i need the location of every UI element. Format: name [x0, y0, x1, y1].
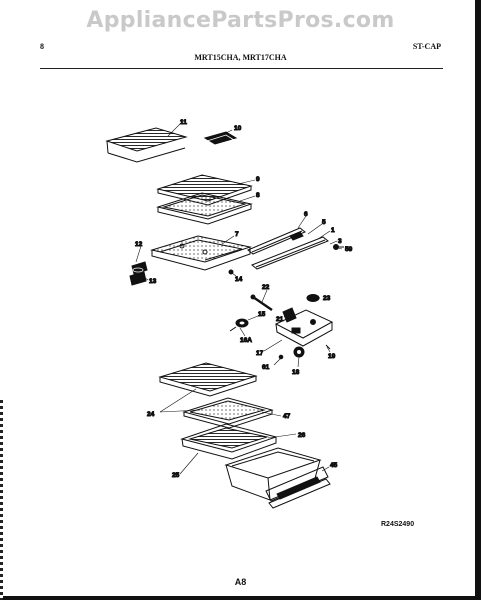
- crisper-cover: [182, 397, 274, 429]
- scan-edge-right: [475, 0, 481, 600]
- callout-11: 11: [180, 119, 187, 126]
- callout-19: 19: [328, 353, 336, 360]
- callout-25: 25: [172, 472, 180, 479]
- control-housing: [274, 307, 334, 347]
- control-rod: [250, 294, 273, 311]
- callout-23: 23: [323, 295, 331, 302]
- callout-61: 61: [262, 364, 270, 371]
- callout-59: 59: [345, 246, 353, 253]
- callout-9: 9: [256, 176, 260, 183]
- header-rule: [40, 68, 443, 69]
- wire-shelf-lower: [158, 362, 258, 397]
- callout-45: 45: [330, 462, 338, 469]
- callout-18: 18: [292, 369, 300, 376]
- callout-12: 12: [135, 241, 143, 248]
- callout-15: 15: [258, 311, 266, 318]
- callout-47: 47: [283, 413, 291, 420]
- damper-gear: [278, 344, 331, 360]
- scan-edge-left: [0, 400, 3, 600]
- callout-10: 10: [234, 125, 242, 132]
- wire-shelf-top: [105, 127, 188, 163]
- shelf-frame: [156, 192, 253, 225]
- drawing-reference-code: R24S2490: [381, 521, 415, 528]
- callout-7: 7: [235, 231, 239, 238]
- callout-17: 17: [256, 350, 264, 357]
- callout-26: 26: [298, 432, 306, 439]
- leader-lines: [135, 123, 343, 475]
- pan-brackets: [129, 261, 148, 286]
- callout-8: 8: [256, 192, 260, 199]
- callout-22: 22: [262, 284, 270, 291]
- drawer-front: [265, 466, 331, 509]
- shelf-clip-part: [203, 131, 238, 145]
- scan-edge-bottom: [0, 596, 481, 600]
- callout-24: 24: [147, 411, 155, 418]
- page-number: 8: [40, 42, 44, 51]
- callout-13: 13: [149, 278, 157, 285]
- page-label: A8: [234, 577, 247, 587]
- callout-6: 6: [304, 211, 308, 218]
- control-knob: [306, 294, 320, 302]
- crisper-pan-tray: [150, 235, 252, 271]
- callout-labels: 11 10 9 8 6 5 1 3 59 7 12 13 14 22 23 15…: [135, 119, 354, 480]
- callout-1: 1: [331, 227, 335, 234]
- watermark: AppliancePartsPros.com: [86, 8, 395, 33]
- section-code: ST-CAP: [412, 42, 441, 51]
- callout-5: 5: [322, 219, 326, 226]
- callout-3: 3: [338, 238, 342, 245]
- model-numbers: MRT15CHA, MRT17CHA: [194, 53, 287, 62]
- callout-14: 14: [235, 276, 243, 283]
- callout-16a: 16A: [240, 337, 252, 344]
- air-damper: [229, 318, 249, 332]
- shelf-rails: [247, 227, 344, 270]
- callout-21: 21: [276, 316, 284, 323]
